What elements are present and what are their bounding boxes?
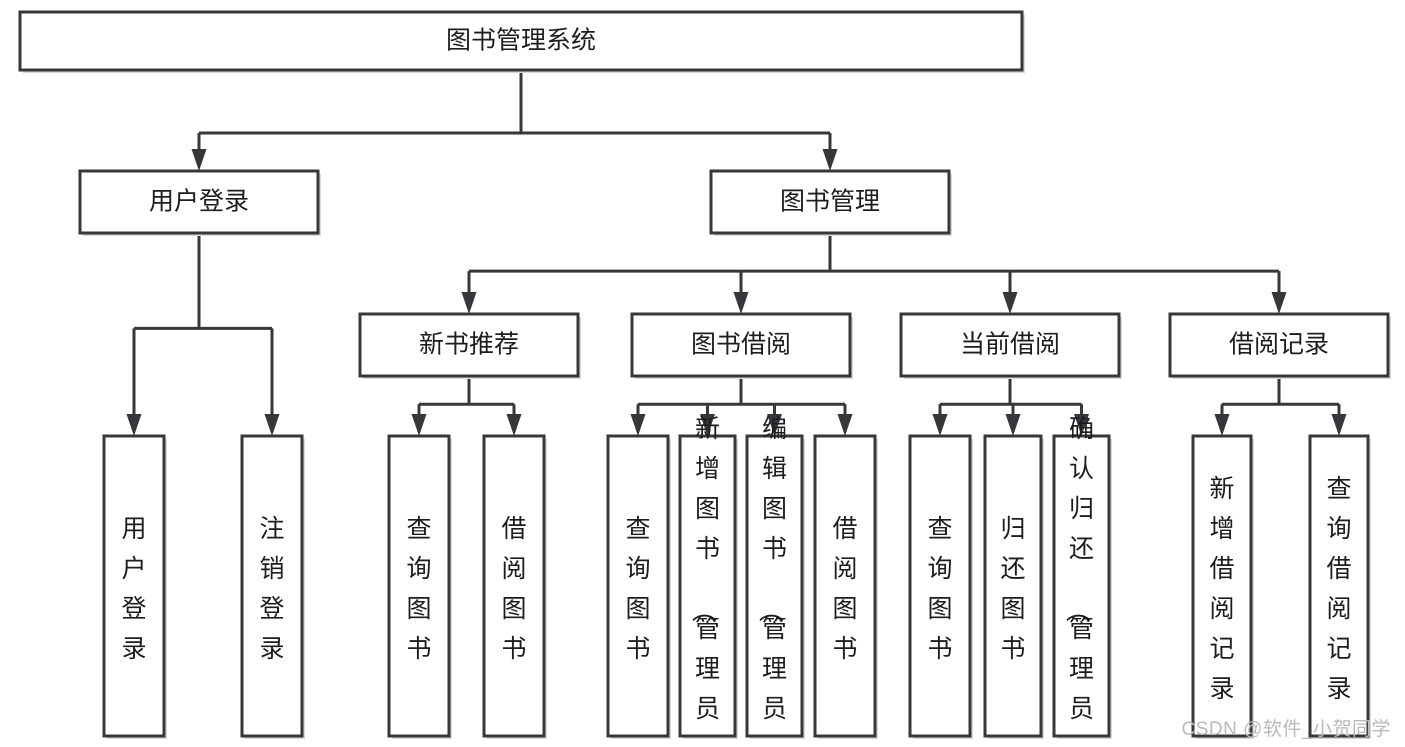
- node-label: 编辑图书（管理员）: [756, 415, 787, 747]
- node-leaf-user-login[interactable]: 用户登录: [102, 434, 167, 739]
- node-box: [630, 312, 852, 378]
- arrow-head-icon: [461, 292, 477, 314]
- node-leaf-query-book-2[interactable]: 查询图书: [606, 434, 671, 739]
- edge-group-current_borrow: [932, 376, 1089, 436]
- arrow-head-icon: [264, 414, 280, 436]
- node-box: [709, 169, 951, 235]
- node-label: 新增借阅记录: [1209, 475, 1234, 703]
- node-borrow-record[interactable]: 借阅记录: [1168, 312, 1391, 379]
- arrow-head-icon: [1214, 414, 1230, 436]
- node-box: [240, 434, 304, 738]
- node-box: [18, 10, 1024, 72]
- node-box: [606, 434, 670, 738]
- edges-layer: [126, 70, 1347, 436]
- nodes-layer: 图书管理系统用户登录图书管理新书推荐图书借阅当前借阅借阅记录用户登录注销登录查询…: [18, 10, 1391, 747]
- node-leaf-edit-book[interactable]: 编辑图书（管理员）: [745, 415, 805, 747]
- arrow-head-icon: [126, 414, 142, 436]
- node-leaf-add-record[interactable]: 新增借阅记录: [1191, 434, 1254, 739]
- edge-group-user_login: [126, 233, 280, 436]
- arrow-head-icon: [1074, 414, 1089, 436]
- node-label: 图书借阅: [691, 331, 791, 359]
- node-user-login[interactable]: 用户登录: [78, 169, 321, 236]
- node-box: [678, 434, 737, 738]
- arrow-head-icon: [700, 414, 715, 436]
- arrow-head-icon: [191, 149, 207, 171]
- arrow-head-icon: [837, 414, 853, 436]
- node-leaf-add-book[interactable]: 新增图书（管理员）: [678, 415, 738, 747]
- node-box: [102, 434, 166, 738]
- arrow-head-icon: [1331, 414, 1347, 436]
- node-leaf-query-record[interactable]: 查询借阅记录: [1308, 434, 1371, 739]
- node-leaf-query-book-1[interactable]: 查询图书: [387, 434, 452, 739]
- arrow-head-icon: [932, 414, 948, 436]
- node-label: 查询图书: [406, 515, 431, 663]
- node-label: 图书管理系统: [446, 27, 596, 55]
- node-box: [78, 169, 320, 235]
- node-leaf-logout[interactable]: 注销登录: [240, 434, 305, 739]
- node-box: [745, 434, 804, 738]
- node-box: [1308, 434, 1370, 738]
- node-box: [358, 312, 580, 378]
- edge-group-borrow_record: [1214, 376, 1347, 436]
- node-label: 用户登录: [149, 188, 249, 216]
- node-label: 借阅图书: [832, 515, 857, 663]
- node-label: 当前借阅: [960, 331, 1060, 359]
- node-leaf-confirm-return[interactable]: 确认归还（管理员）: [1052, 415, 1112, 747]
- node-label: 注销登录: [259, 515, 284, 663]
- arrow-head-icon: [733, 292, 749, 314]
- node-label: 归还图书: [1000, 515, 1025, 663]
- arrow-head-icon: [1002, 292, 1018, 314]
- node-leaf-query-book-3[interactable]: 查询图书: [908, 434, 973, 739]
- node-new-book-rec[interactable]: 新书推荐: [358, 312, 581, 379]
- arrow-head-icon: [506, 414, 522, 436]
- node-box: [482, 434, 546, 738]
- arrow-head-icon: [1271, 292, 1287, 314]
- node-box: [899, 312, 1121, 378]
- node-label: 新书推荐: [419, 331, 519, 359]
- node-label: 用户登录: [121, 515, 146, 663]
- node-leaf-borrow-book-1[interactable]: 借阅图书: [482, 434, 547, 739]
- arrow-head-icon: [767, 414, 782, 436]
- edge-group-root: [191, 70, 838, 171]
- arrow-head-icon: [630, 414, 646, 436]
- node-label: 新增图书（管理员）: [689, 415, 720, 747]
- node-book-manage[interactable]: 图书管理: [709, 169, 952, 236]
- edge-group-book_borrow: [630, 376, 853, 436]
- node-label: 查询借阅记录: [1326, 475, 1351, 703]
- node-label: 图书管理: [780, 188, 880, 216]
- node-box: [908, 434, 972, 738]
- edge-group-book_manage: [461, 233, 1287, 314]
- node-box: [387, 434, 451, 738]
- edge-group-new_book_rec: [411, 376, 522, 436]
- node-root[interactable]: 图书管理系统: [18, 10, 1025, 73]
- node-label: 借阅图书: [501, 515, 526, 663]
- node-leaf-borrow-book-2[interactable]: 借阅图书: [813, 434, 878, 739]
- arrow-head-icon: [1005, 414, 1021, 436]
- node-box: [1191, 434, 1253, 738]
- node-box: [813, 434, 877, 738]
- node-label: 查询图书: [927, 515, 952, 663]
- node-label: 确认归还（管理员）: [1063, 415, 1094, 747]
- node-box: [1052, 434, 1111, 738]
- arrow-head-icon: [411, 414, 427, 436]
- arrow-head-icon: [822, 149, 838, 171]
- node-current-borrow[interactable]: 当前借阅: [899, 312, 1122, 379]
- node-book-borrow[interactable]: 图书借阅: [630, 312, 853, 379]
- node-box: [983, 434, 1043, 738]
- node-box: [1168, 312, 1390, 378]
- node-label: 查询图书: [625, 515, 650, 663]
- node-label: 借阅记录: [1229, 331, 1329, 359]
- node-leaf-return-book[interactable]: 归还图书: [983, 434, 1044, 739]
